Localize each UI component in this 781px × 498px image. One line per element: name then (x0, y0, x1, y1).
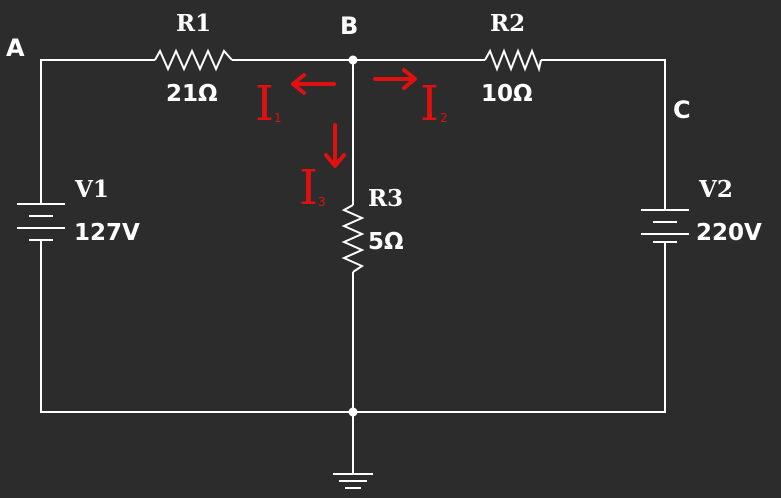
current-arrow-i2 (373, 68, 417, 90)
v2-name: V2 (698, 176, 733, 203)
ground-symbol (333, 473, 373, 489)
resistor-r2 (484, 48, 542, 73)
current-i2-subscript: 2 (440, 111, 448, 125)
current-i3-symbol: I (299, 160, 318, 216)
r2-value: 10Ω (481, 81, 533, 107)
v2-value: 220V (696, 220, 762, 246)
battery-v2 (641, 208, 689, 243)
battery-v1 (17, 192, 65, 242)
current-i2-symbol: I (420, 76, 439, 132)
wire-left-top (40, 59, 155, 192)
junction-b (348, 55, 358, 65)
r3-value: 5Ω (368, 229, 404, 255)
wire-right-top (541, 59, 666, 208)
node-b-label: B (340, 12, 358, 40)
current-i1-symbol: I (255, 76, 274, 132)
current-i3-subscript: 3 (318, 195, 326, 209)
r1-name: R1 (176, 10, 211, 37)
r1-value: 21Ω (166, 81, 218, 107)
resistor-r1 (154, 48, 233, 72)
v1-name: V1 (74, 176, 109, 203)
node-a-label: A (6, 34, 25, 62)
v1-value: 127V (74, 220, 140, 246)
node-c-label: C (673, 96, 691, 124)
resistor-r3 (341, 204, 365, 273)
current-arrow-i3 (324, 123, 346, 168)
current-arrow-i1 (291, 73, 336, 95)
current-i1-subscript: 1 (274, 111, 282, 125)
junction-bottom (348, 407, 358, 417)
r3-name: R3 (368, 185, 403, 212)
r2-name: R2 (490, 10, 525, 37)
